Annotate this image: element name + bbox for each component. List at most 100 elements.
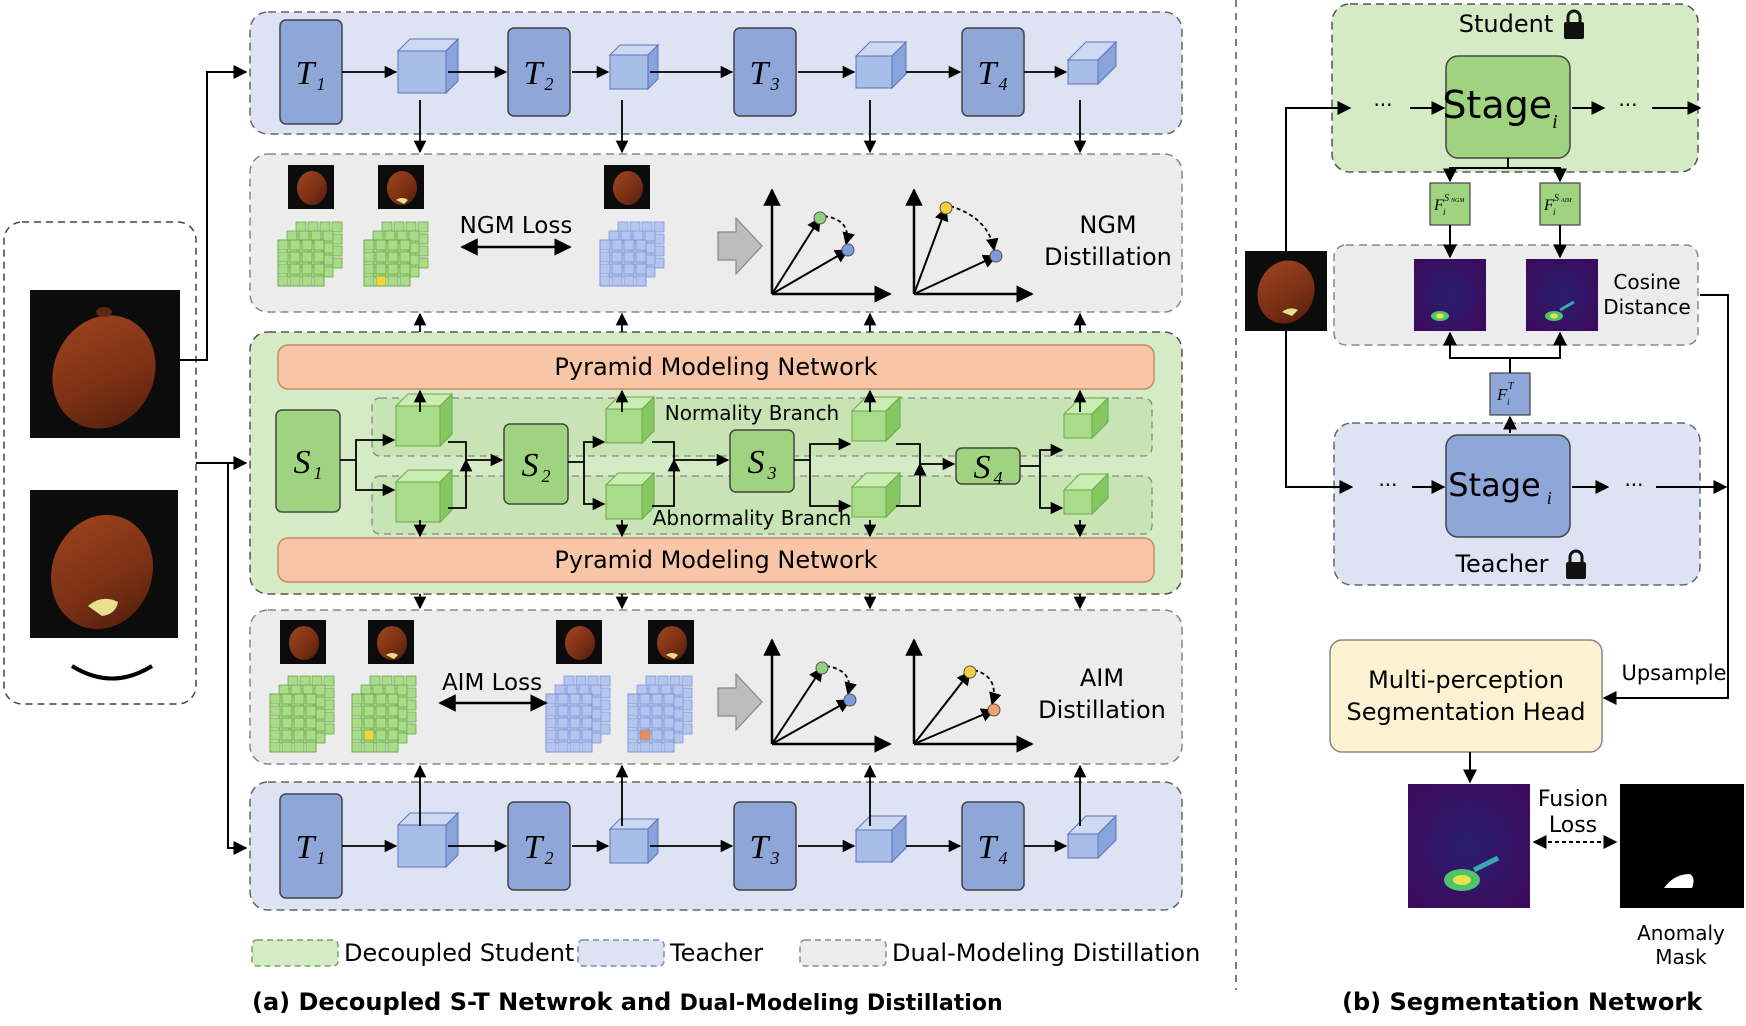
teacher-top-block-sub-2: 2 — [545, 74, 554, 94]
aim-thumbnails — [280, 620, 694, 664]
teacher-top-block-sub-4: 4 — [999, 74, 1008, 94]
connector-arrow — [896, 462, 927, 507]
segmentation-input-image — [1245, 251, 1327, 331]
connector-arrow — [1039, 466, 1064, 515]
teacher-bottom-block-label-1: T — [296, 829, 317, 866]
anomaly-label-2: Mask — [1655, 945, 1707, 969]
teacher-bottom-feature-cube-2 — [608, 817, 660, 865]
connector-arrow — [448, 458, 473, 509]
teacher-bottom-feature-cube-3 — [854, 814, 908, 864]
normality-branch-label: Normality Branch — [665, 401, 840, 425]
student-ellipsis-left: ··· — [1373, 93, 1392, 117]
normality-cube-3 — [850, 395, 902, 443]
normality-cube-4 — [1062, 396, 1110, 440]
teacher-top-block-label-1: T — [296, 55, 317, 92]
aim-normal-plot — [763, 638, 892, 753]
student-block-label-4: S — [974, 449, 991, 486]
svg-text:i: i — [1553, 207, 1556, 217]
teacher-lock-icon — [1566, 549, 1586, 579]
svg-text:T: T — [1508, 381, 1515, 392]
normality-cube-2 — [604, 395, 656, 445]
relation-plots — [763, 188, 1034, 753]
pyramid-modeling-network-bottom — [277, 537, 1155, 583]
aim-distillation-label-2: Distillation — [1038, 696, 1166, 724]
fusion-label-2: Loss — [1549, 813, 1597, 838]
legend-label-1: Decoupled Student — [344, 939, 574, 967]
anomalous-input-image — [30, 490, 178, 638]
connector-arrow — [652, 458, 681, 507]
teacher-bottom-block-label-3: T — [750, 829, 771, 866]
teacher-bottom-feature-cube-4 — [1066, 814, 1118, 860]
teacher-top-feature-cube-4 — [1066, 40, 1118, 86]
teacher-bottom-block-sub-1: 1 — [317, 848, 326, 868]
aim-normal-teacher-grid — [545, 675, 611, 753]
connector-arrow — [340, 433, 396, 461]
ngm-thumbnails — [288, 165, 650, 209]
head-label-2: Segmentation Head — [1346, 698, 1585, 726]
aim-heatmap — [1526, 259, 1598, 331]
caption-a: (a) Decoupled S-T Netwrok and Dual-Model… — [252, 988, 1003, 1016]
legend-swatch-1 — [251, 939, 339, 967]
teacher-top-block-label-2: T — [524, 55, 545, 92]
connector-arrow — [1020, 443, 1064, 467]
output-heatmap — [1408, 784, 1530, 908]
teacher-top-block-sub-3: 3 — [770, 74, 780, 94]
abnormality-cube-2 — [604, 471, 656, 521]
student-block-label-1: S — [294, 444, 311, 481]
abnormality-cube-3 — [850, 471, 902, 519]
normal-input-image — [30, 290, 180, 438]
student-ellipsis-right: ··· — [1618, 93, 1637, 117]
feature-box-teacher: F i T — [1489, 372, 1531, 416]
ngm-anomalous-plot — [905, 188, 1034, 303]
aim-distillation-band — [249, 609, 1183, 765]
teacher-ellipsis-left: ··· — [1378, 473, 1397, 497]
legend-label-2: Teacher — [669, 939, 763, 967]
cosine-label-1: Cosine — [1613, 270, 1680, 294]
teacher-label: Teacher — [1454, 550, 1548, 578]
aim-distillation-label-1: AIM — [1080, 664, 1124, 692]
svg-text:F: F — [1543, 197, 1554, 214]
ngm-loss-label: NGM Loss — [460, 213, 573, 239]
head-label-1: Multi-perception — [1368, 666, 1564, 694]
vertical-connectors — [413, 100, 1087, 826]
svg-text:i: i — [1507, 397, 1510, 407]
aim-normal-student-grid — [269, 675, 335, 753]
teacher-top-block-label-3: T — [750, 55, 771, 92]
ngm-teacher-grid — [599, 221, 665, 287]
teacher-top-block-sub-1: 1 — [317, 74, 326, 94]
svg-text:F: F — [1433, 197, 1444, 214]
student-block-sub-4: 4 — [994, 468, 1003, 488]
student-lock-icon — [1564, 9, 1584, 39]
teacher-band-top — [249, 11, 1183, 135]
svg-text:i: i — [1443, 207, 1446, 217]
fusion-label-1: Fusion — [1538, 787, 1608, 812]
pmn-bottom-label: Pyramid Modeling Network — [554, 546, 877, 574]
teacher-top-feature-cube-2 — [608, 43, 660, 91]
teacher-stage-block — [1445, 434, 1571, 538]
teacher-top-feature-cube-3 — [854, 40, 908, 90]
abnormality-cube-4 — [1062, 472, 1110, 516]
legend: Decoupled Student Teacher Dual-Modeling Di… — [251, 939, 1200, 967]
legend-swatch-2 — [577, 939, 665, 967]
connector-arrow — [568, 435, 606, 463]
pmn-top-label: Pyramid Modeling Network — [554, 353, 877, 381]
normality-cube-1 — [394, 392, 454, 448]
ngm-distillation-label-2: Distillation — [1044, 243, 1172, 271]
teacher-bottom-block-sub-2: 2 — [545, 848, 554, 868]
smile-mark — [70, 664, 154, 681]
student-stage-label: Stagei — [1442, 83, 1557, 133]
svg-text:S: S — [1444, 193, 1449, 204]
teacher-bottom-block-sub-3: 3 — [770, 848, 780, 868]
connector-arrow — [794, 437, 852, 461]
legend-label-3: Dual-Modeling Distillation — [892, 939, 1200, 967]
